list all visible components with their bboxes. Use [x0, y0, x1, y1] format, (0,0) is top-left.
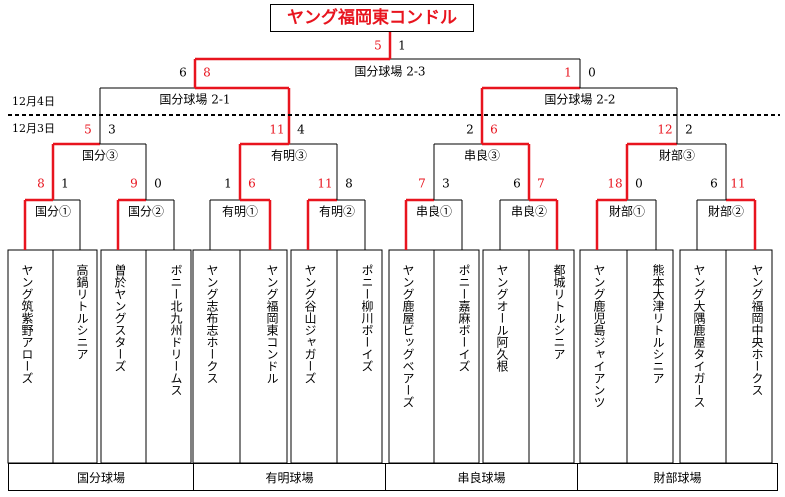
r2-score: 2 [685, 122, 693, 137]
r2-score: 2 [466, 122, 474, 137]
team-name: ヤング筑紫野アローズ [20, 264, 34, 384]
stadium-ariake: 有明球場 [194, 463, 386, 491]
stadium-kushira: 串良球場 [386, 463, 578, 491]
team-name: ボニー北九州ドリームス [169, 264, 183, 396]
team-name: ヤングオール阿久根 [495, 264, 509, 372]
r2-score: 6 [490, 122, 498, 137]
team-name: 曽於ヤングスターズ [113, 264, 127, 372]
r1-score: 11 [730, 176, 746, 191]
r2-score: 5 [84, 122, 92, 137]
r2-venue-label: 財部③ [656, 148, 698, 163]
r3-venue-label: 国分球場 2-1 [157, 92, 233, 107]
r1-score: 8 [345, 176, 353, 191]
r1-score: 8 [37, 176, 45, 191]
final-venue-label: 国分球場 2-3 [352, 64, 428, 79]
r1-venue-label: 串良② [508, 204, 550, 219]
r2-venue-label: 串良③ [461, 148, 503, 163]
r1-score: 6 [710, 176, 718, 191]
team-name: ヤング鹿児島ジャイアンツ [592, 264, 606, 408]
team-name: ヤング鹿屋ビッグベアーズ [401, 264, 415, 408]
r1-score: 0 [635, 176, 643, 191]
team-name: ヤング志布志ホークス [205, 264, 219, 384]
final-score: 5 [374, 38, 382, 53]
r3-score: 6 [179, 65, 187, 80]
r1-score: 1 [61, 176, 69, 191]
r3-score: 8 [203, 65, 211, 80]
date-dec4: 12月4日 [12, 95, 55, 108]
team-name: ヤング谷山ジャガーズ [303, 264, 317, 384]
r3-score: 0 [588, 65, 596, 80]
date-dec3: 12月3日 [12, 122, 55, 135]
r1-score: 11 [317, 176, 333, 191]
r2-score: 3 [108, 122, 116, 137]
team-name: ヤング福岡東コンドル [265, 264, 279, 384]
r2-score: 11 [269, 122, 285, 137]
team-name: 熊本大津リトルシニア [651, 264, 665, 384]
r2-venue-label: 有明③ [268, 148, 310, 163]
r1-score: 3 [442, 176, 450, 191]
r1-venue-label: 財部① [606, 204, 648, 219]
r1-venue-label: 串良① [413, 204, 455, 219]
champion-title: ヤング福岡東コンドル [270, 4, 474, 32]
r3-score: 1 [564, 65, 572, 80]
team-name: 高鍋リトルシニア [75, 264, 89, 360]
r1-venue-label: 有明① [219, 204, 261, 219]
r2-venue-label: 国分③ [79, 148, 121, 163]
stadium-kokubu: 国分球場 [8, 463, 194, 491]
r1-score: 1 [224, 176, 232, 191]
r1-venue-label: 有明② [316, 204, 358, 219]
r1-venue-label: 財部② [705, 204, 747, 219]
r1-score: 7 [537, 176, 545, 191]
team-name: ポニー嘉麻ボーイズ [457, 264, 471, 372]
team-name: ヤング福岡中央ホークス [750, 264, 764, 396]
r2-score: 4 [297, 122, 305, 137]
r1-score: 6 [513, 176, 521, 191]
r1-score: 0 [154, 176, 162, 191]
final-score: 1 [398, 38, 406, 53]
r1-score: 9 [130, 176, 138, 191]
team-name: ヤング大隅鹿屋タイガース [692, 264, 706, 408]
r2-score: 12 [657, 122, 673, 137]
r1-venue-label: 国分① [32, 204, 74, 219]
r1-score: 18 [607, 176, 623, 191]
team-name: 都城リトルシニア [552, 264, 566, 360]
r1-venue-label: 国分② [125, 204, 167, 219]
team-name: ポニー柳川ボーイズ [360, 264, 374, 372]
stadium-takarabe: 財部球場 [578, 463, 778, 491]
r1-score: 6 [248, 176, 256, 191]
r1-score: 7 [418, 176, 426, 191]
r3-venue-label: 国分球場 2-2 [542, 92, 618, 107]
